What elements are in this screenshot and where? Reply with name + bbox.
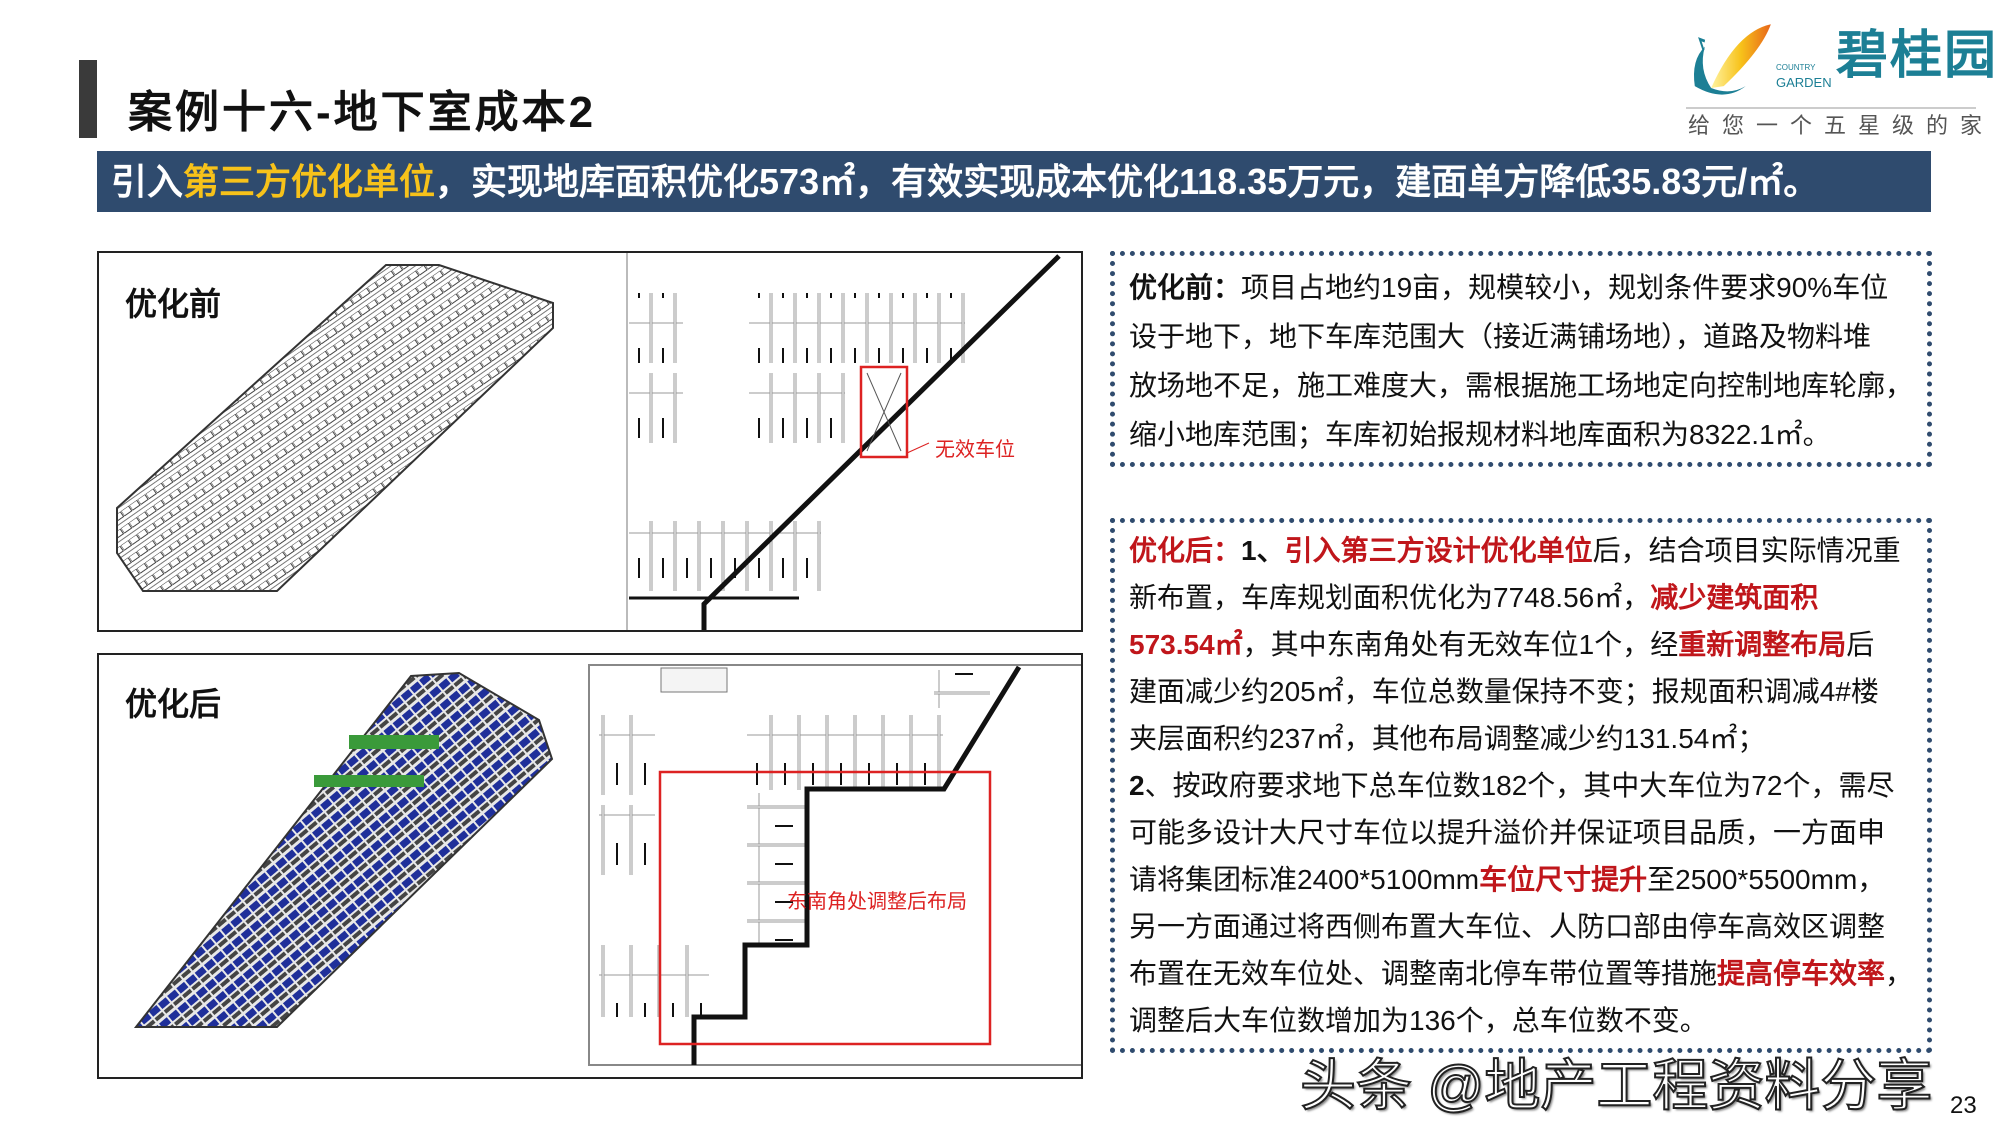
text-segment: 新布置，车库规划面积优化为7748.56㎡，: [1129, 582, 1651, 613]
text-line: 优化后：1、引入第三方设计优化单位后，结合项目实际情况重: [1129, 527, 1901, 574]
before-optimization-panel: 优化前 无效车位: [97, 251, 1083, 632]
emphasis-text: 引入第三方设计优化单位: [1284, 535, 1593, 566]
text-segment: 建面减少约205㎡，车位总数量保持不变；报规面积调减4#楼: [1129, 676, 1879, 707]
invalid-stall-annotation: 无效车位: [935, 439, 1015, 461]
adjusted-layout-annotation: 东南角处调整后布局: [787, 891, 967, 913]
text-segment: ，其中东南角处有无效车位1个，经: [1242, 629, 1679, 660]
text-line: 夹层面积约237㎡，其他布局调整减少约131.54㎡；: [1129, 715, 1765, 762]
text-segment: 布置在无效车位处、调整南北停车带位置等措施: [1129, 958, 1718, 989]
text-segment: 至2500*5500mm，: [1647, 864, 1886, 895]
emphasis-text: 减少建筑面积: [1650, 582, 1819, 613]
logo-divider: [1686, 107, 1976, 109]
text-line: 缩小地库范围；车库初始报规材料地库面积为8322.1㎡。: [1129, 411, 1831, 458]
text-segment: 后，结合项目实际情况重: [1592, 535, 1901, 566]
text-segment: ，: [1885, 958, 1914, 989]
adjusted-area-highlight: [658, 770, 992, 1046]
text-line: 573.54㎡，其中东南角处有无效车位1个，经重新调整布局后: [1129, 621, 1874, 668]
text-line: 建面减少约205㎡，车位总数量保持不变；报规面积调减4#楼: [1129, 668, 1879, 715]
text-segment: 放场地不足，施工难度大，需根据施工场地定向控制地库轮廓，: [1129, 370, 1914, 401]
text-segment: 调整后大车位数增加为136个，总车位数不变。: [1129, 1005, 1708, 1036]
text-line: 可能多设计大尺寸车位以提升溢价并保证项目品质，一方面申: [1129, 809, 1885, 856]
text-line: 2、按政府要求地下总车位数182个，其中大车位为72个，需尽: [1129, 762, 1894, 809]
text-segment: 另一方面通过将西侧布置大车位、人防口部由停车高效区调整: [1129, 911, 1886, 942]
text-segment: 设于地下，地下车库范围大（接近满铺场地），道路及物料堆: [1129, 321, 1872, 352]
after-description-box: 优化后：1、引入第三方设计优化单位后，结合项目实际情况重新布置，车库规划面积优化…: [1110, 518, 1932, 1053]
logo-english-top: COUNTRY: [1776, 63, 1816, 72]
before-label: 优化前: [125, 286, 222, 322]
summary-banner: 引入第三方优化单位，实现地库面积优化573㎡，有效实现成本优化118.35万元，…: [97, 151, 1931, 212]
text-segment: 缩小地库范围；车库初始报规材料地库面积为8322.1㎡。: [1129, 419, 1831, 450]
after-label: 优化后: [125, 686, 222, 722]
text-line: 另一方面通过将西侧布置大车位、人防口部由停车高效区调整: [1129, 903, 1885, 950]
page-number: 23: [1950, 1092, 1977, 1119]
emphasis-text: 573.54㎡: [1129, 629, 1243, 660]
logo-english-bottom: GARDEN: [1776, 75, 1832, 90]
text-segment: 优化前：: [1129, 272, 1242, 303]
logo-swoosh-icon: [1693, 24, 1771, 95]
logo-brand-name: 碧桂园: [1836, 27, 1999, 85]
before-description-box: 优化前：项目占地约19亩，规模较小，规划条件要求90%车位设于地下，地下车库范围…: [1110, 251, 1932, 467]
before-floor-plan-drawing: [116, 253, 1061, 630]
text-segment: 项目占地约19亩，规模较小，规划条件要求90%车位: [1241, 272, 1889, 303]
text-line: 请将集团标准2400*5100mm车位尺寸提升至2500*5500mm，: [1129, 856, 1885, 903]
text-line: 设于地下，地下车库范围大（接近满铺场地），道路及物料堆: [1129, 313, 1871, 360]
text-line: 调整后大车位数增加为136个，总车位数不变。: [1129, 997, 1708, 1044]
after-optimization-panel: 优化后 东南角处调整后布局: [97, 653, 1083, 1079]
text-line: 新布置，车库规划面积优化为7748.56㎡，减少建筑面积: [1129, 574, 1818, 621]
text-line: 放场地不足，施工难度大，需根据施工场地定向控制地库轮廓，: [1129, 362, 1913, 409]
after-floor-plan-drawing: [133, 664, 1081, 1066]
page-title: 案例十六-地下室成本2: [128, 88, 597, 137]
emphasis-text: 重新调整布局: [1678, 629, 1847, 660]
invalid-stall-highlight: [859, 365, 909, 459]
text-segment: 1、: [1241, 535, 1285, 566]
emphasis-text: 车位尺寸提升: [1479, 864, 1648, 895]
text-segment: 、按政府要求地下总车位数182个，其中大车位为72个，需尽: [1144, 770, 1895, 801]
watermark: 头条 @地产工程资料分享: [1299, 1054, 1933, 1117]
text-segment: 后: [1846, 629, 1875, 660]
title-accent-bar: [79, 60, 97, 138]
text-segment: 请将集团标准2400*5100mm: [1129, 864, 1480, 895]
logo-slogan: 给您一个五星级的家: [1688, 113, 1995, 138]
company-logo: COUNTRY GARDEN 碧桂园 给您一个五星级的家: [1686, 13, 1996, 141]
text-segment: 可能多设计大尺寸车位以提升溢价并保证项目品质，一方面申: [1129, 817, 1886, 848]
text-segment: 2: [1129, 770, 1145, 801]
text-segment: 夹层面积约237㎡，其他布局调整减少约131.54㎡；: [1129, 723, 1766, 754]
emphasis-text: 提高停车效率: [1717, 958, 1886, 989]
banner-highlight: 第三方优化单位: [183, 161, 436, 202]
emphasis-text: 优化后：: [1129, 535, 1242, 566]
text-line: 布置在无效车位处、调整南北停车带位置等措施提高停车效率，: [1129, 950, 1913, 997]
text-line: 优化前：项目占地约19亩，规模较小，规划条件要求90%车位: [1129, 264, 1888, 311]
